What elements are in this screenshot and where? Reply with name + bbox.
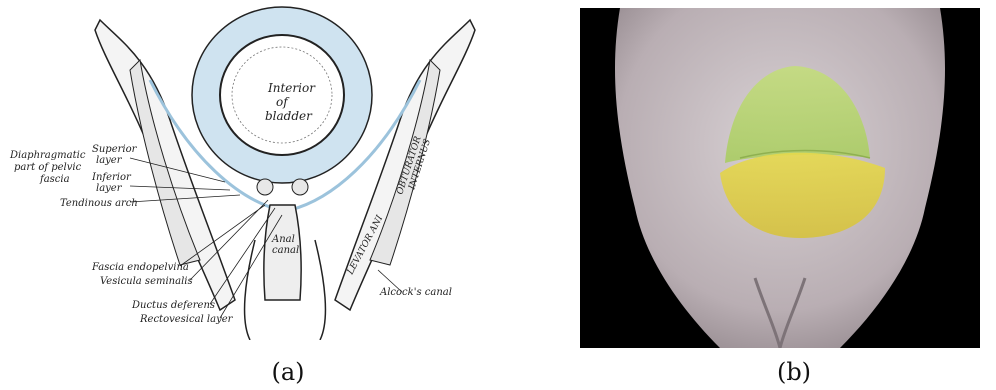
left-muscle-mass	[130, 60, 200, 265]
right-seminal-vesicle	[292, 179, 308, 195]
label-alcocks-canal: Alcock's canal	[379, 287, 452, 298]
label-vesicula-seminalis: Vesicula seminalis	[100, 276, 193, 287]
label-bladder: bladder	[265, 109, 313, 123]
label-fascia: fascia	[39, 174, 70, 185]
caption-b: (b)	[764, 358, 824, 386]
label-interior: Interior	[267, 81, 316, 95]
label-superior-layer: layer	[96, 155, 123, 166]
caption-a: (a)	[258, 358, 318, 386]
pelvic-section-illustration: Diaphragmatic part of pelvic fascia Supe…	[0, 0, 560, 340]
label-superior: Superior	[92, 144, 138, 155]
label-part-of-pelvic: part of pelvic	[14, 162, 82, 173]
label-diaphragmatic: Diaphragmatic	[9, 150, 86, 161]
render-3d-panel	[580, 8, 980, 348]
label-anal: Anal	[271, 234, 295, 245]
label-canal: canal	[272, 245, 299, 256]
label-ductus-deferens: Ductus deferens	[131, 300, 215, 311]
label-inferior-layer: layer	[96, 183, 123, 194]
label-fascia-endopelvina: Fascia endopelvina	[91, 262, 189, 273]
anatomy-drawing-panel: Diaphragmatic part of pelvic fascia Supe…	[0, 0, 560, 340]
label-tendinous-arch: Tendinous arch	[60, 198, 138, 209]
left-seminal-vesicle	[257, 179, 273, 195]
pelvis-3d-render	[580, 8, 980, 348]
label-rectovesical-layer: Rectovesical layer	[139, 314, 234, 325]
label-inferior: Inferior	[91, 172, 132, 183]
